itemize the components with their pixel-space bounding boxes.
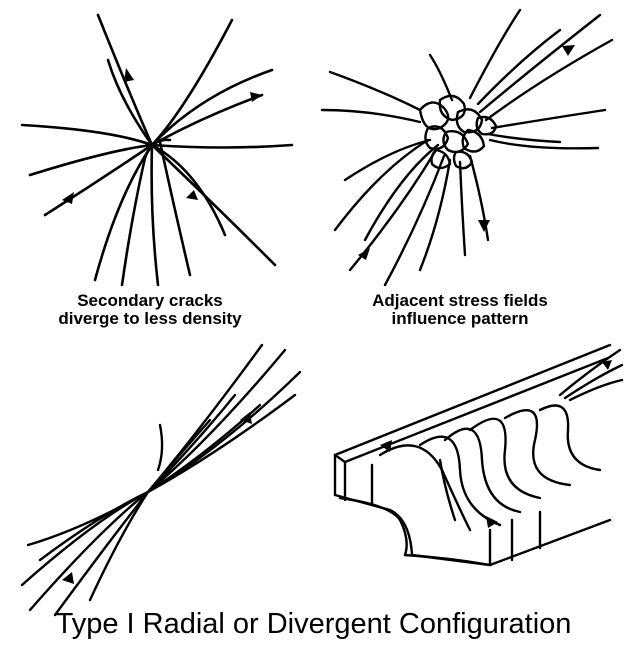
top-right-panel-label: Adjacent stress fields influence pattern	[335, 292, 585, 328]
figure-caption: Type I Radial or Divergent Configuration	[0, 608, 627, 641]
label-line: influence pattern	[335, 310, 585, 328]
label-line: diverge to less density	[30, 310, 270, 328]
radial-crack-pattern	[22, 15, 292, 285]
label-line: Secondary cracks	[30, 292, 270, 310]
label-line: Adjacent stress fields	[335, 292, 585, 310]
divergent-crack-bundle	[22, 345, 300, 615]
arrowhead-icon	[380, 360, 612, 528]
slab-crack-diagram	[335, 345, 622, 565]
top-left-panel-label: Secondary cracks diverge to less density	[30, 292, 270, 328]
